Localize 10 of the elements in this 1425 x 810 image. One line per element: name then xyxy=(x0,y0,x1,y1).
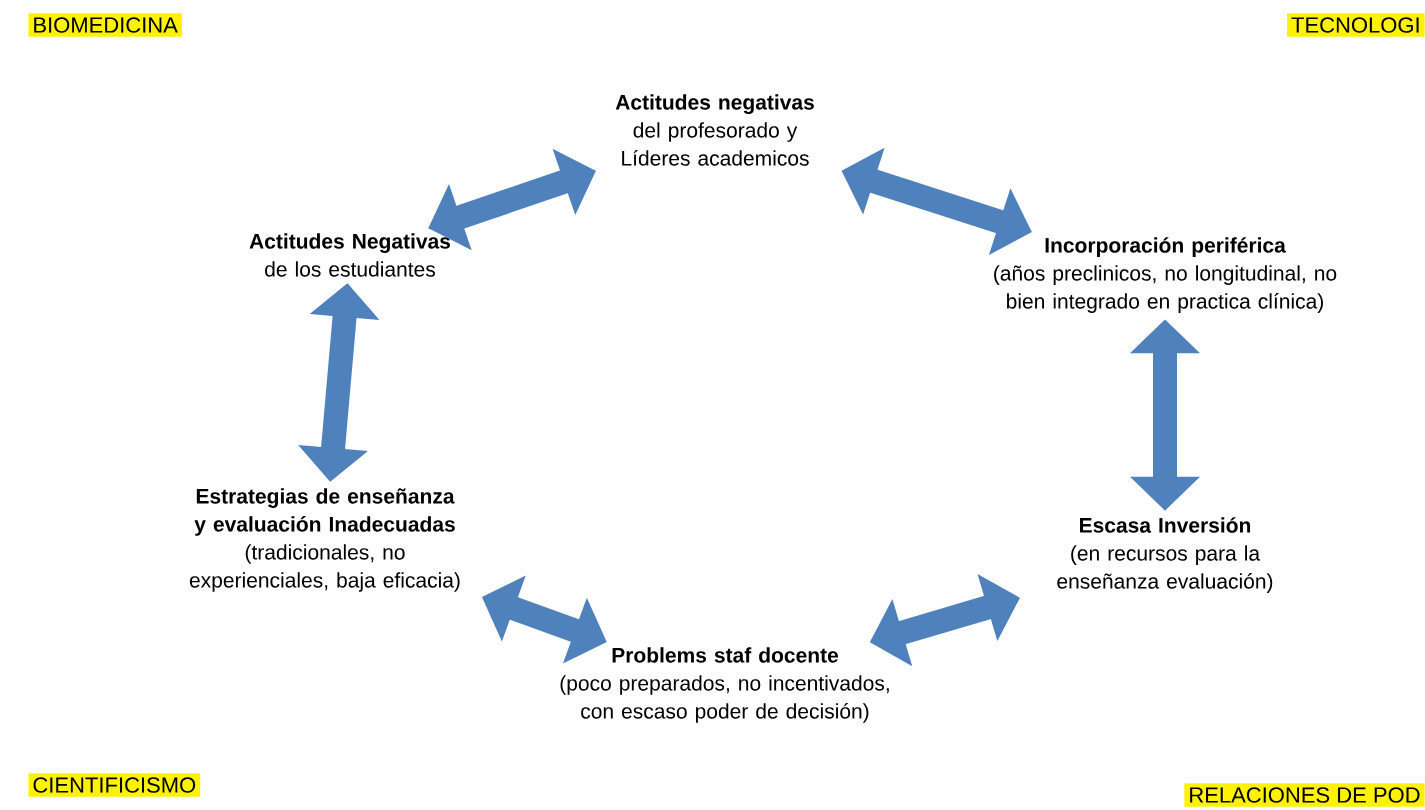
corner-label: TECNOLOGI xyxy=(1287,13,1425,37)
cause-text: Actitudes negativas del profesorado y Líderes academicos xyxy=(615,94,814,166)
cause-text: Estrategias de enseñanza y evaluación Inadecuadas (tradicionales, no experienciales, baja eficacia) xyxy=(189,488,460,592)
cause-text: Actitudes Negativas de los estudiantes xyxy=(249,233,451,277)
cause-text: Escasa Inversión (en recursos para la enseñanza evaluación) xyxy=(1057,517,1273,593)
cause-text: Incorporación periférica (años preclinicos, no longitudinal, no bien integrado en practica clínica) xyxy=(994,237,1337,313)
corner-label: RELACIONES DE POD xyxy=(1184,783,1425,807)
corner-label: CIENTIFICISMO xyxy=(28,773,201,797)
cause-text: Problems staf docente (poco preparados, no incentivados, con escaso poder de decisión) xyxy=(560,647,889,723)
corner-label: BIOMEDICINA xyxy=(28,13,182,37)
